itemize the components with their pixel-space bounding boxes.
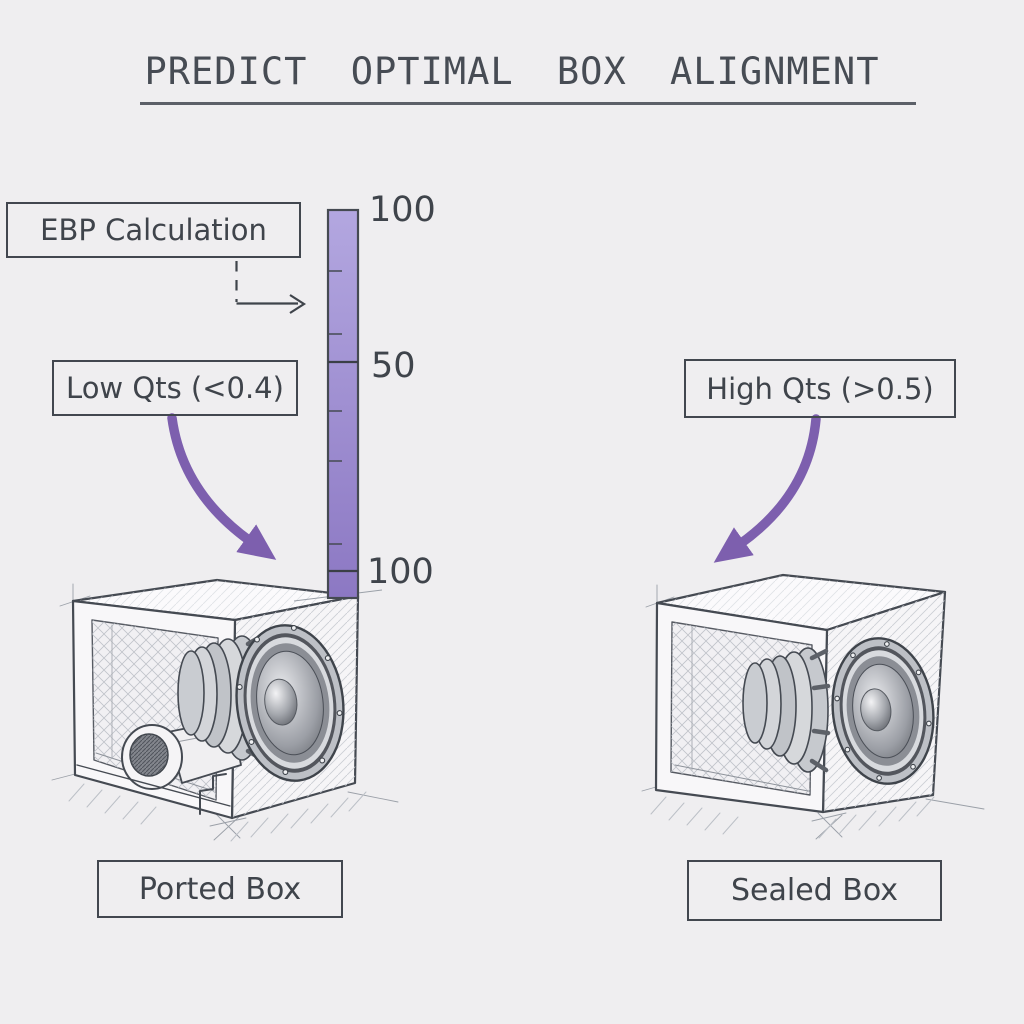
- high-qts-condition-label: High Qts (>0.5): [706, 371, 934, 406]
- cutaway-step-edge: [76, 764, 231, 815]
- ebp-scale-bar: [326, 208, 360, 600]
- chevron-arrowhead-icon: [289, 294, 307, 314]
- ported-box-result-box: Ported Box: [97, 860, 343, 918]
- scale-bottom-tick-label: 100: [367, 552, 434, 592]
- high-qts-curved-arrow-icon: [713, 414, 821, 563]
- ebp-to-scale-connector: [235, 261, 307, 314]
- scale-top-tick-label: 100: [369, 190, 436, 230]
- ebp-calculation-box: EBP Calculation: [6, 202, 301, 258]
- low-qts-condition-label: Low Qts (<0.4): [66, 371, 284, 405]
- mounting-bolts: [236, 625, 343, 776]
- low-qts-condition-box: Low Qts (<0.4): [52, 360, 298, 416]
- ported-box-illustration: [51, 578, 399, 842]
- ebp-calculation-label: EBP Calculation: [40, 213, 267, 247]
- mounting-bolts: [834, 641, 932, 781]
- scale-major-ticks: [328, 360, 358, 573]
- sealed-box-result-label: Sealed Box: [730, 873, 899, 908]
- sealed-box-illustration: [641, 573, 985, 840]
- low-qts-curved-arrow-icon: [167, 413, 277, 560]
- ground-shadow-hatch: [68, 783, 367, 842]
- high-qts-condition-box: High Qts (>0.5): [684, 359, 956, 418]
- woofer-driver: [235, 624, 345, 782]
- page-title: PREDICT OPTIMAL BOX ALIGNMENT: [144, 50, 880, 93]
- scale-middle-tick-label: 50: [371, 346, 416, 386]
- title-underline: [140, 102, 916, 105]
- ground-shadow-hatch: [650, 796, 935, 839]
- woofer-driver: [831, 637, 935, 785]
- ported-box-result-label: Ported Box: [138, 871, 302, 907]
- sealed-box-result-box: Sealed Box: [687, 860, 942, 921]
- woofer-magnet-assembly: [742, 647, 831, 773]
- scale-minor-ticks: [329, 270, 342, 545]
